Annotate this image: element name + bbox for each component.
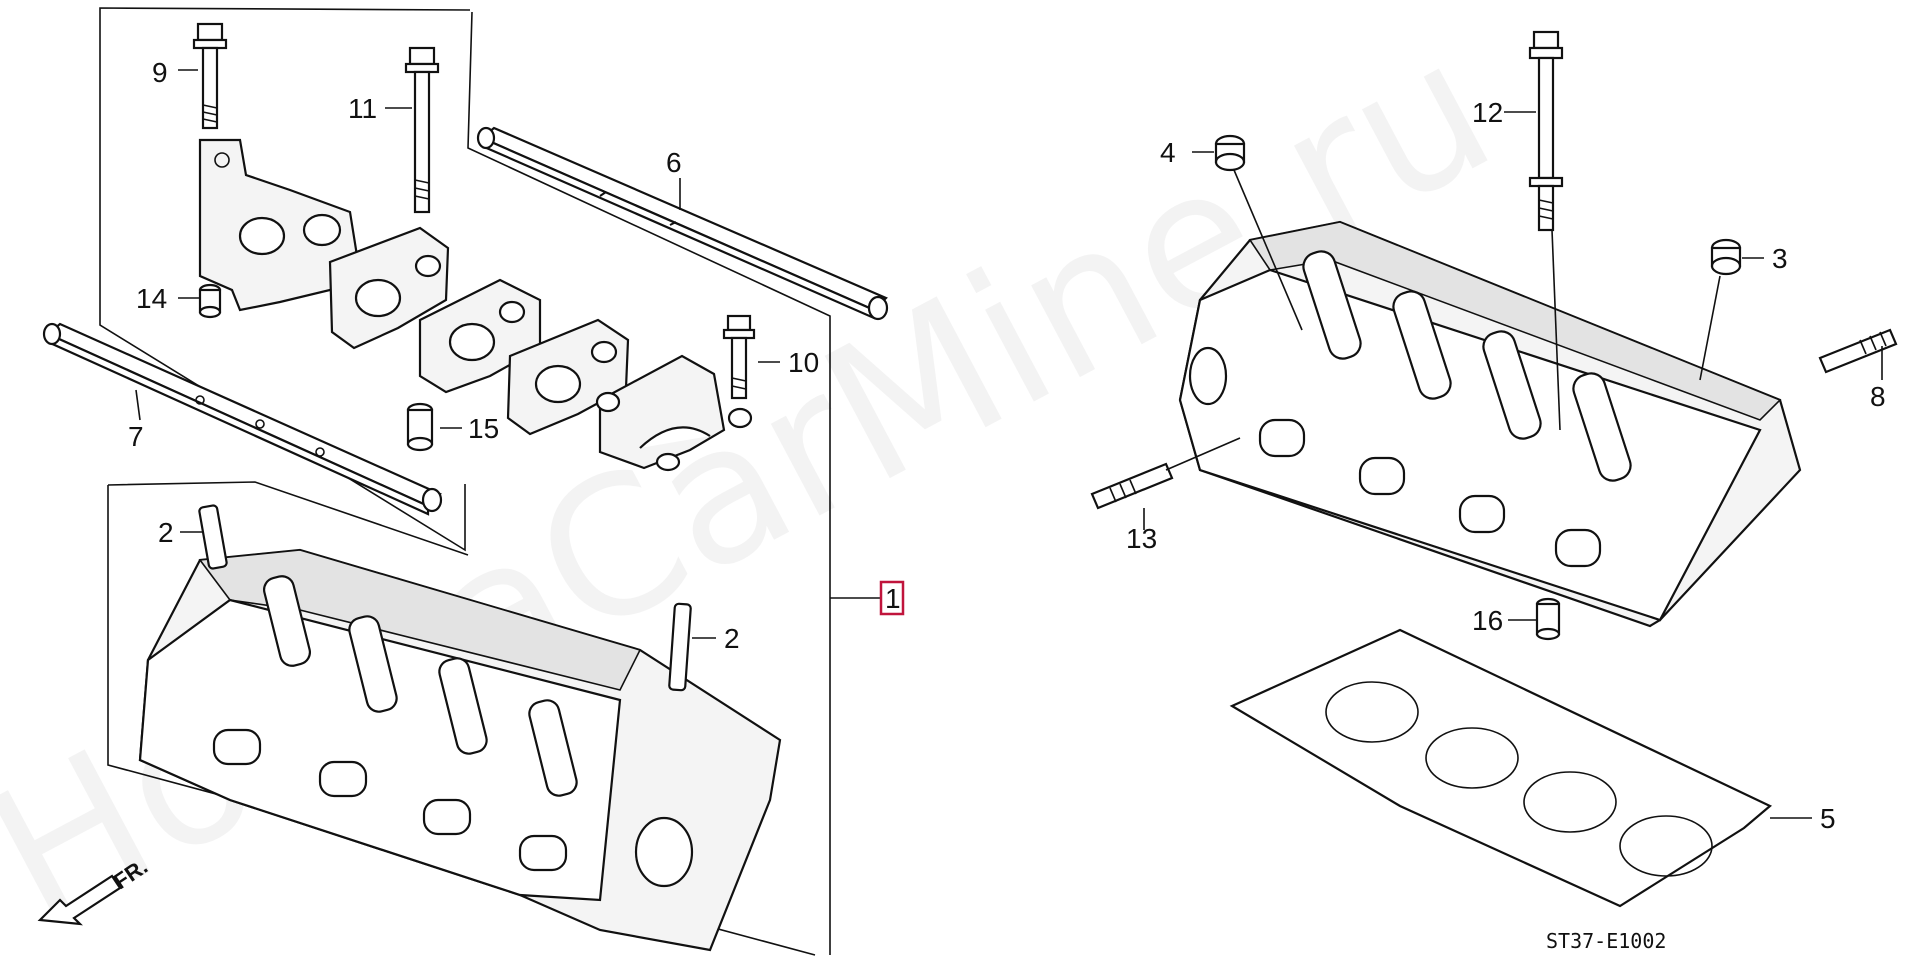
callout-4: 4 xyxy=(1160,137,1176,168)
dowel-pin-14 xyxy=(198,283,222,319)
cap-nut-3 xyxy=(1710,238,1742,276)
camshaft-holder-5 xyxy=(595,354,753,472)
camshaft-holder-4 xyxy=(506,318,630,436)
dowel-pin-16 xyxy=(1535,597,1561,641)
cam-towers-right xyxy=(1302,250,1632,482)
camshaft-holder-2 xyxy=(328,226,450,350)
callouts-right: 4 12 3 8 13 16 5 xyxy=(1126,97,1886,834)
callout-2a: 2 xyxy=(158,517,174,548)
head-gasket-5 xyxy=(1229,628,1773,908)
bolt-9 xyxy=(192,22,228,130)
callouts-left: 9 11 14 6 7 10 15 2 2 1 xyxy=(128,57,905,654)
intake-ports-left xyxy=(212,728,568,872)
bolt-11 xyxy=(404,46,440,214)
bolt-10 xyxy=(722,314,756,400)
stud-bolt-13 xyxy=(1090,462,1174,510)
cap-nut-4 xyxy=(1214,134,1246,172)
callout-16: 16 xyxy=(1472,605,1503,636)
callout-11: 11 xyxy=(348,93,377,124)
cylinder-head-left xyxy=(138,504,782,952)
callout-2b: 2 xyxy=(724,623,740,654)
callout-8: 8 xyxy=(1870,381,1886,412)
cam-towers-left xyxy=(263,575,578,797)
dowel-pin-15 xyxy=(406,402,434,452)
assembly-label-box xyxy=(879,580,905,616)
cylinder-head-right xyxy=(1178,220,1802,628)
camshaft-holders xyxy=(198,138,753,472)
callout-15: 15 xyxy=(468,413,499,444)
reference-code: ST37-E1002 xyxy=(1546,929,1666,953)
callout-6: 6 xyxy=(666,147,682,178)
callout-7: 7 xyxy=(128,421,144,452)
intake-ports-right xyxy=(1258,418,1602,568)
rocker-shaft-7 xyxy=(42,322,443,516)
callout-10: 10 xyxy=(788,347,819,378)
stud-bolt-8 xyxy=(1818,328,1898,374)
dowel-pin-2b xyxy=(668,602,692,692)
callout-13: 13 xyxy=(1126,523,1157,554)
callout-5: 5 xyxy=(1820,803,1836,834)
camshaft-holder-1 xyxy=(198,138,360,312)
rocker-shaft-6 xyxy=(476,126,889,321)
bolt-12 xyxy=(1528,30,1564,232)
callout-14: 14 xyxy=(136,283,167,314)
callout-assembly-1: 1 xyxy=(885,583,901,614)
dowel-pin-2a xyxy=(198,504,228,570)
callout-9: 9 xyxy=(152,57,168,88)
callout-3: 3 xyxy=(1772,243,1788,274)
callout-12: 12 xyxy=(1472,97,1503,128)
